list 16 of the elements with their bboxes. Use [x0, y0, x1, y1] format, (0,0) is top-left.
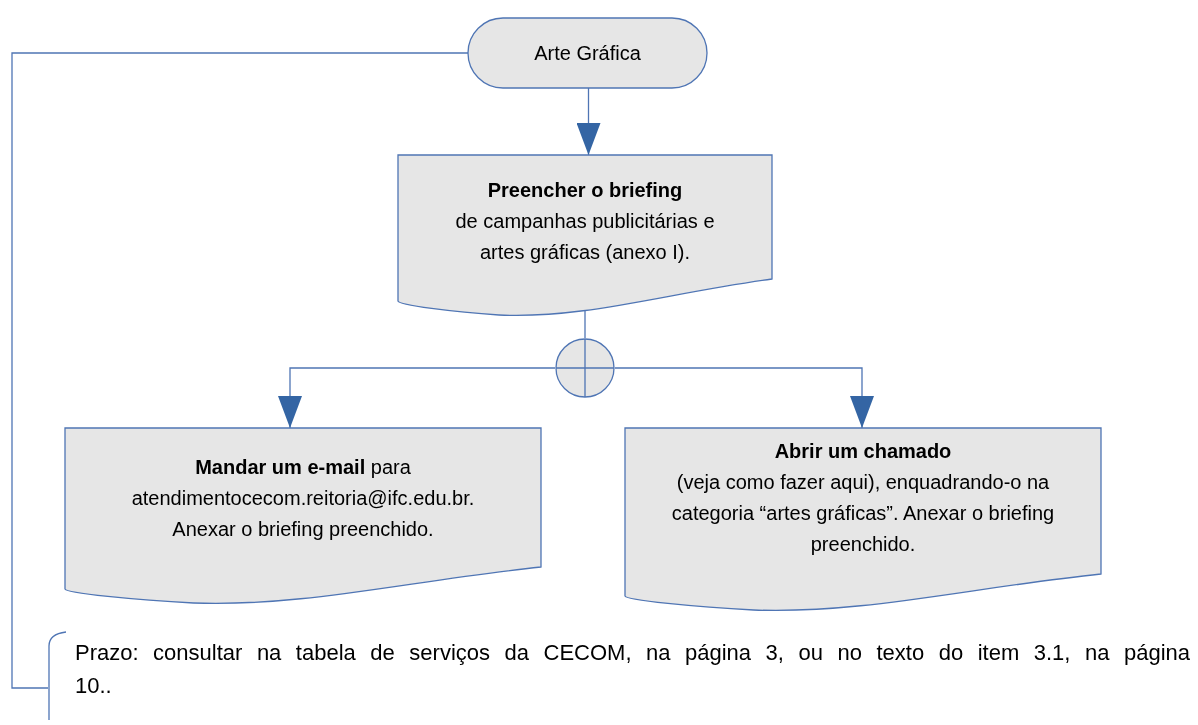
- junction-circle: [555, 338, 615, 398]
- node-heading: Abrir um chamado: [773, 439, 953, 464]
- document-shape: [398, 155, 772, 315]
- node-text: (veja como fazer aqui), enquadrando-o na categoria “artes gráficas”. Anexar o briefing preenchido.: [670, 470, 1056, 557]
- node-text: de campanhas publicitárias e artes gráficas (anexo I).: [454, 209, 716, 265]
- arrow: [614, 367, 874, 429]
- arrow: [278, 367, 556, 429]
- annotation-text: Prazo: consultar na tabela de serviços da CECOM, na página 3, ou no texto do item 3.1, na página 10..: [75, 639, 1190, 700]
- document-shape: [625, 428, 1101, 610]
- terminal-shape: [468, 18, 707, 88]
- document-shape: [65, 428, 541, 603]
- node-heading: Preencher o briefing: [486, 178, 684, 203]
- node-text: Mandar um e-mail para atendimentocecom.reitoria@ifc.edu.br. Anexar o briefing preenchido.: [130, 455, 476, 542]
- connector-line: [11, 52, 469, 689]
- arrow: [576, 87, 601, 156]
- node-text: Arte Gráfica: [533, 41, 642, 66]
